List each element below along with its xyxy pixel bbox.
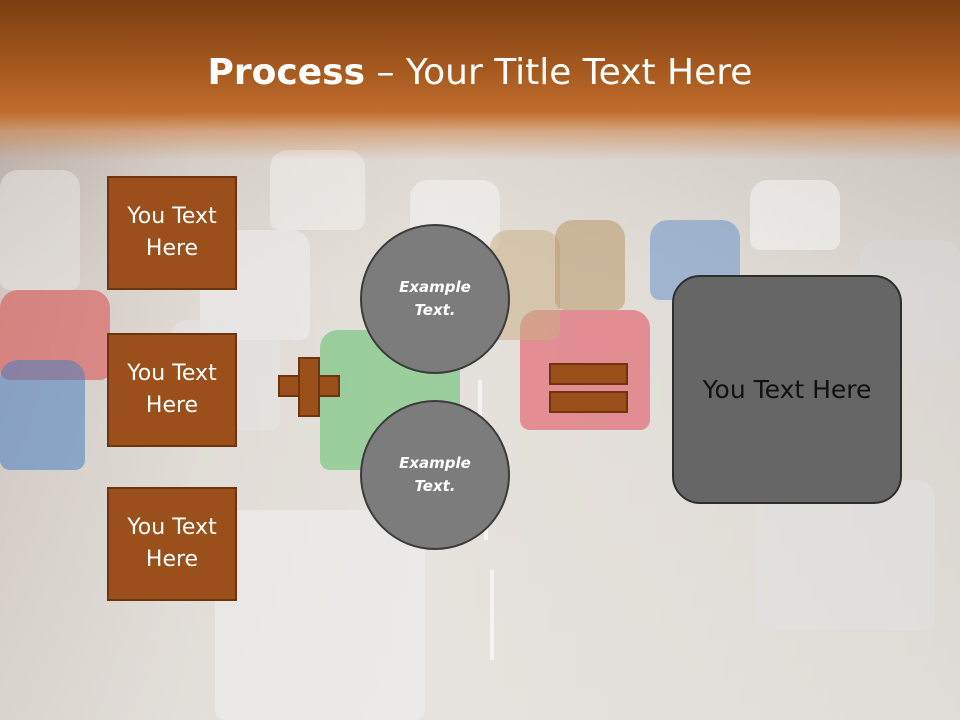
tuk-tuk-image	[555, 220, 625, 310]
car-image	[0, 170, 80, 290]
plus-center	[300, 377, 318, 395]
slide-title[interactable]: Process – Your Title Text Here	[0, 52, 960, 93]
example-circle-1[interactable]: Example Text.	[360, 224, 510, 374]
car-image	[0, 360, 85, 470]
car-image	[215, 510, 425, 720]
car-image	[750, 180, 840, 250]
text-box-2[interactable]: You Text Here	[107, 333, 237, 447]
equals-bottom-bar	[549, 391, 628, 413]
result-box[interactable]: You Text Here	[672, 275, 902, 504]
text-box-3[interactable]: You Text Here	[107, 487, 237, 601]
lane-marking	[490, 570, 494, 660]
equals-top-bar	[549, 363, 628, 385]
example-circle-2[interactable]: Example Text.	[360, 400, 510, 550]
header-band	[0, 0, 960, 160]
text-box-1[interactable]: You Text Here	[107, 176, 237, 290]
car-image	[270, 150, 365, 230]
car-image	[755, 480, 935, 630]
title-rest: – Your Title Text Here	[365, 52, 753, 93]
lane-marking	[478, 380, 482, 440]
title-bold: Process	[207, 52, 366, 93]
